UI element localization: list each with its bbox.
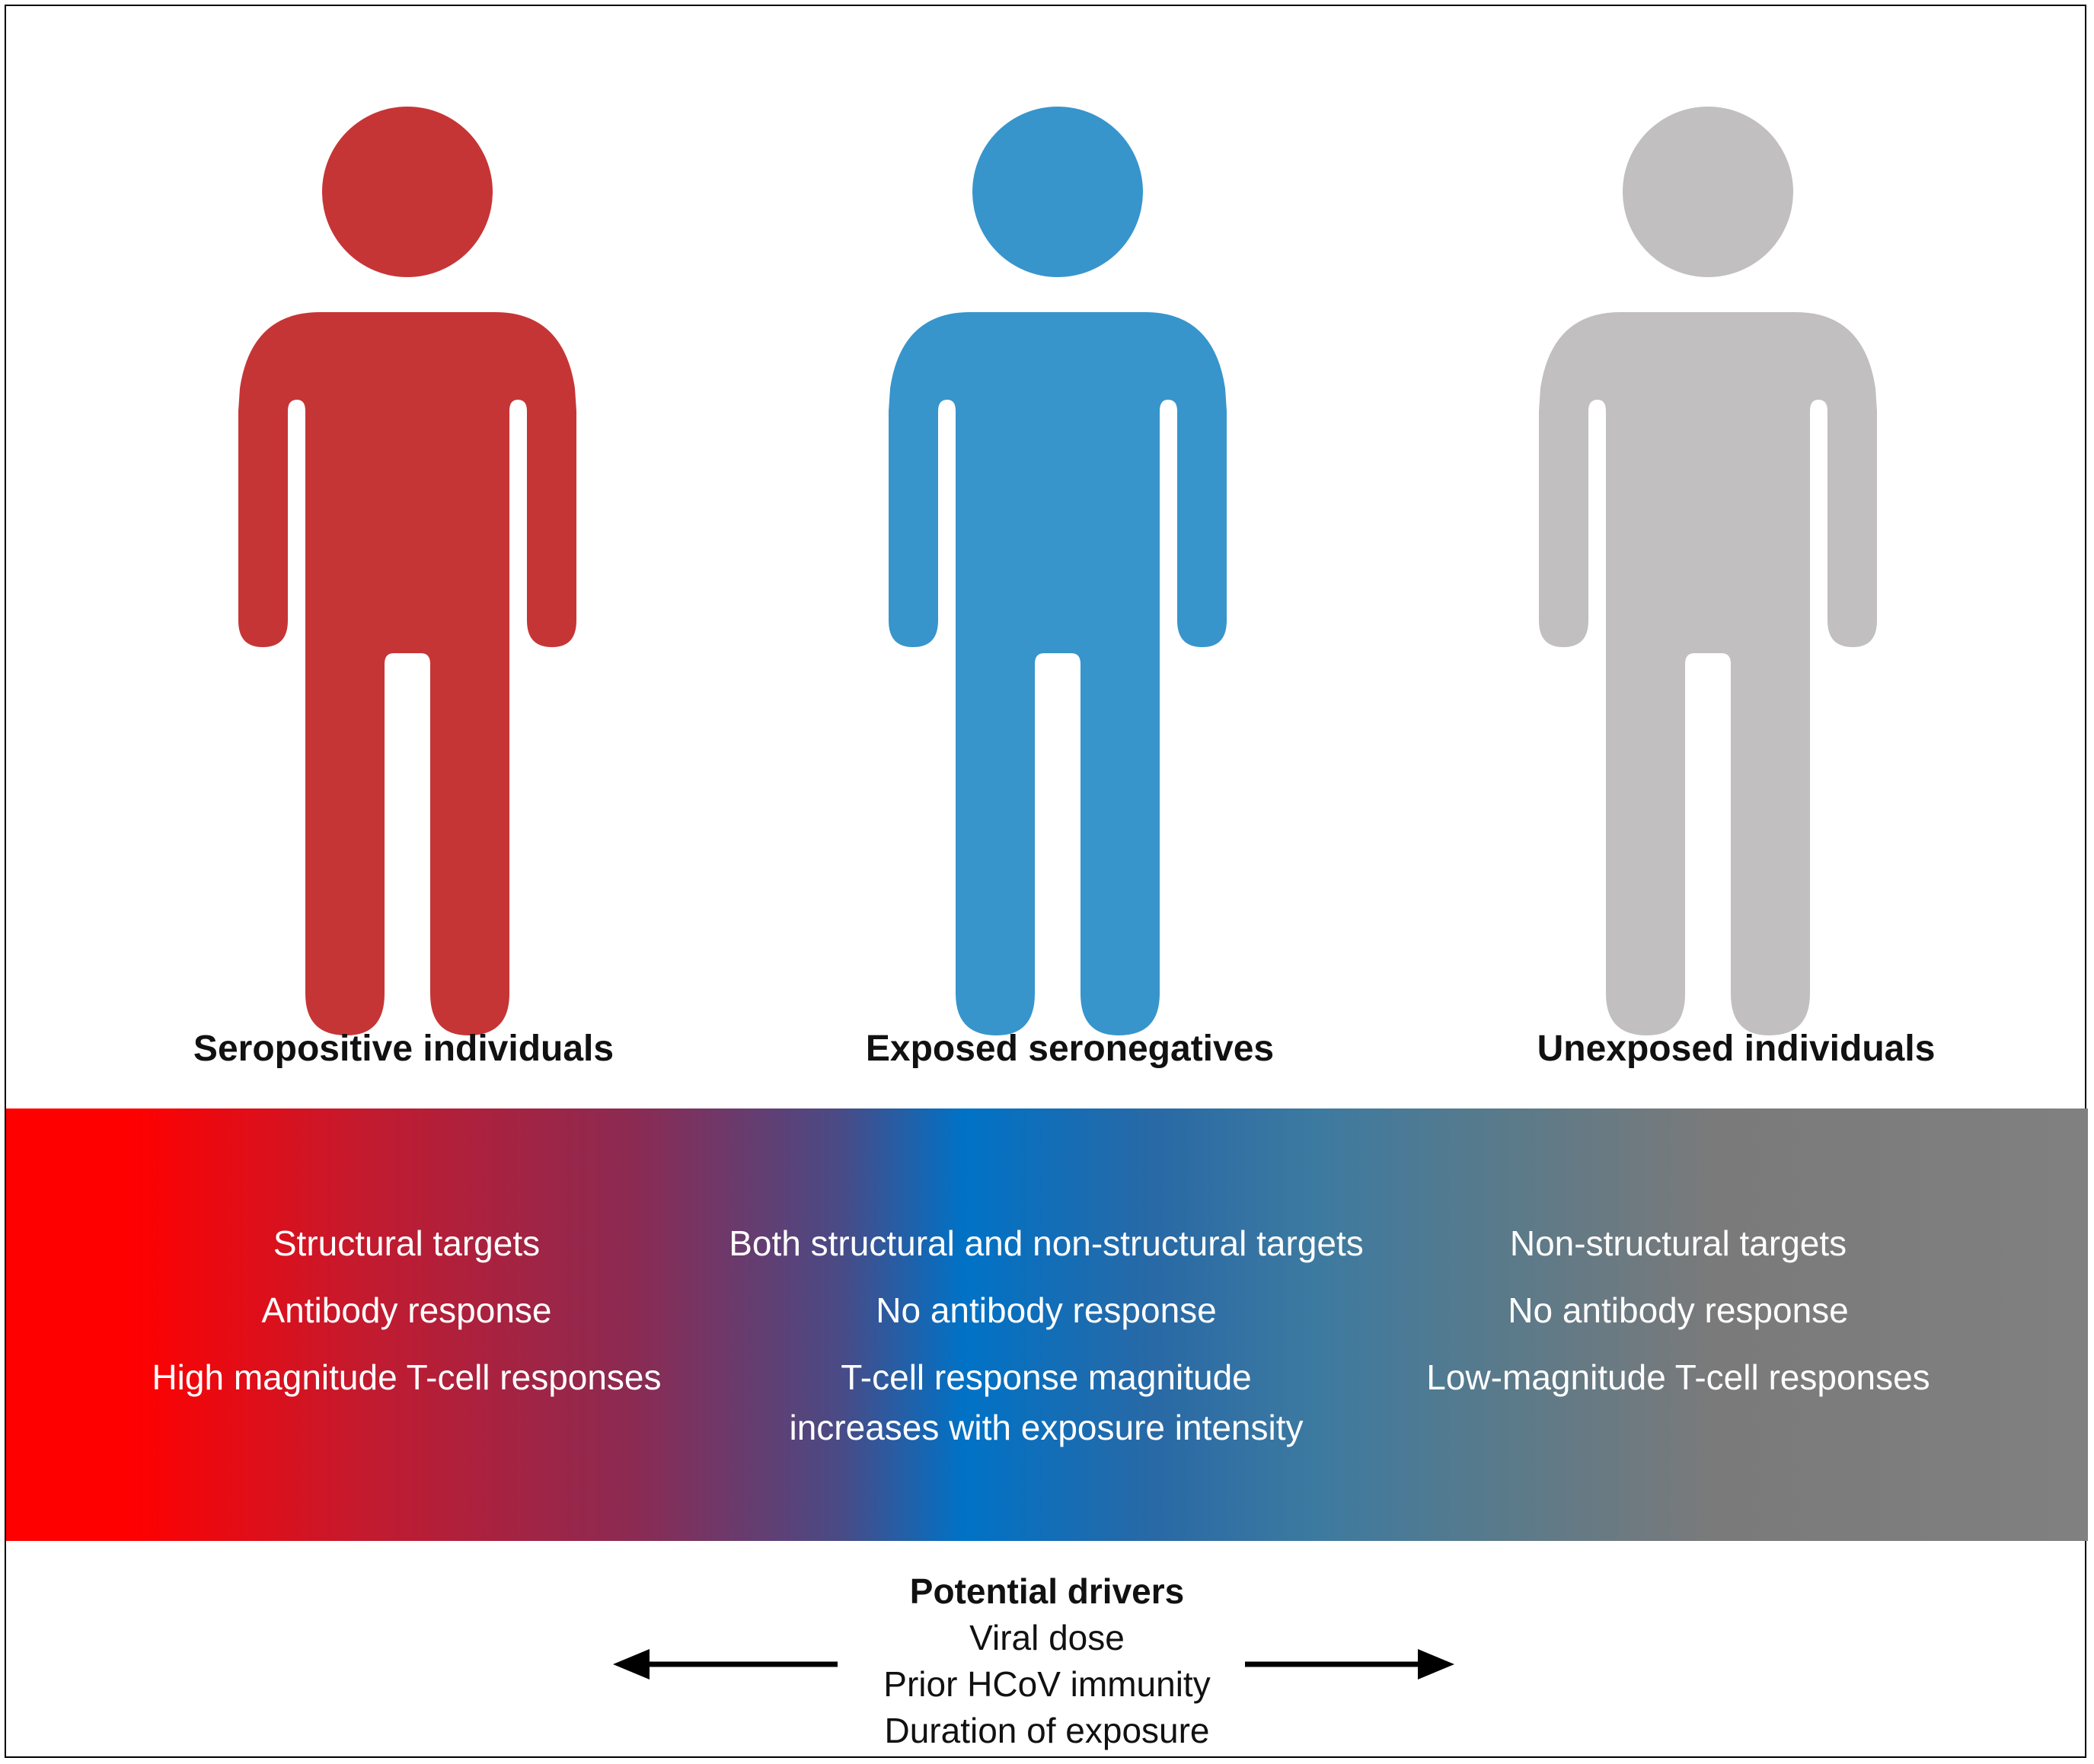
driver-item: Prior HCoV immunity	[883, 1664, 1211, 1704]
person-icon-seropositive	[225, 107, 590, 1035]
feature-text: No antibody response	[1508, 1290, 1849, 1330]
person-icon	[1539, 107, 1877, 1035]
unexposed-features: Non-structural targets No antibody respo…	[1336, 1218, 2021, 1419]
feature-text: Antibody response	[261, 1290, 552, 1330]
driver-item: Viral dose	[969, 1618, 1125, 1657]
feature-text: No antibody response	[876, 1290, 1217, 1330]
feature-text: Non-structural targets	[1509, 1223, 1847, 1263]
feature-text: Low-magnitude T-cell responses	[1426, 1357, 1930, 1397]
group-label-exposed: Exposed seronegatives	[865, 1029, 1275, 1069]
feature-text: Structural targets	[273, 1223, 541, 1263]
left-arrow-icon	[613, 1648, 838, 1681]
feature-text: Both structural and non-structural targe…	[729, 1223, 1364, 1263]
person-icon-exposed	[875, 107, 1240, 1035]
feature-text: T-cell response magnitude	[841, 1357, 1252, 1397]
feature-text: increases with exposure intensity	[789, 1408, 1304, 1447]
group-label-seropositive: Seropositive individuals	[193, 1029, 614, 1069]
person-icon	[238, 107, 576, 1035]
person-icon-unexposed	[1525, 107, 1891, 1035]
gradient-band: Structural targets Antibody response Hig…	[6, 1108, 2088, 1541]
potential-drivers: Potential drivers Viral dose Prior HCoV …	[819, 1568, 1275, 1754]
group-label-unexposed: Unexposed individuals	[1537, 1029, 1936, 1069]
seropositive-features: Structural targets Antibody response Hig…	[64, 1218, 749, 1419]
driver-item: Duration of exposure	[884, 1711, 1210, 1750]
feature-text: High magnitude T-cell responses	[152, 1357, 662, 1397]
person-icon	[889, 107, 1227, 1035]
right-arrow-icon	[1245, 1648, 1454, 1681]
exposed-features: Both structural and non-structural targe…	[704, 1218, 1389, 1469]
drivers-title: Potential drivers	[909, 1571, 1185, 1611]
